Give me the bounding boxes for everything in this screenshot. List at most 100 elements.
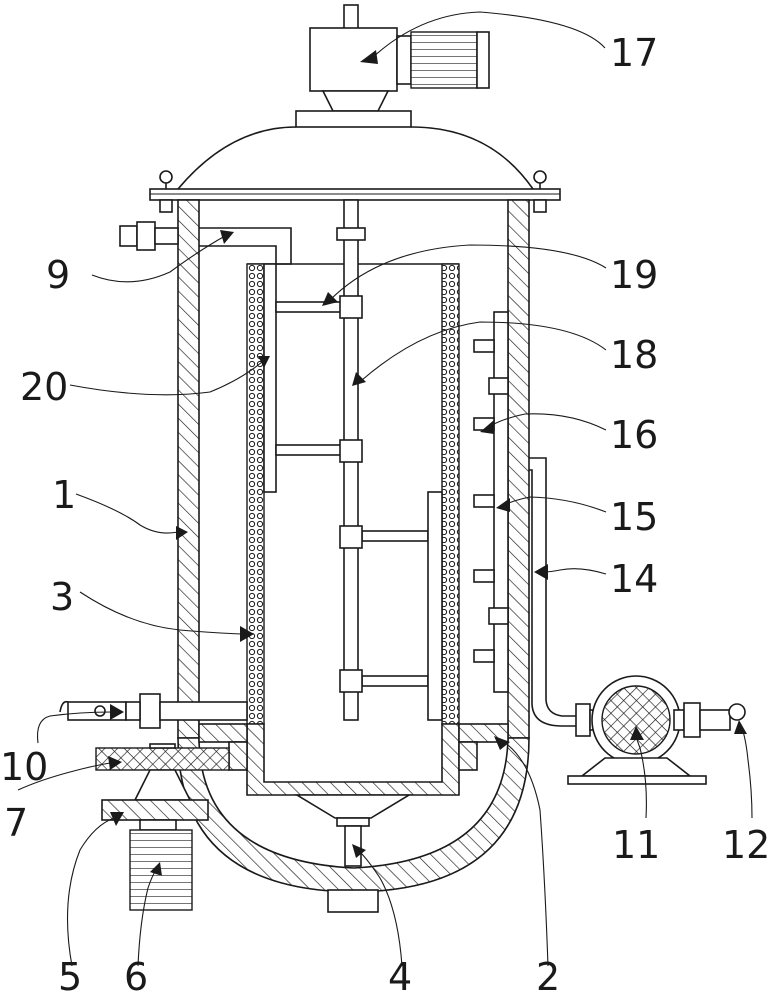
- spray-nozzle-1: [473, 339, 495, 353]
- arrow-15: [496, 498, 510, 512]
- leader-lines: [17, 11, 753, 967]
- lower-inlet-bolt: [94, 705, 106, 717]
- arrow-11: [630, 726, 644, 740]
- scraper-blade: [427, 491, 443, 721]
- left-support-plate: [198, 723, 248, 743]
- outlet-collar: [336, 817, 370, 827]
- top-drive-assembly: [295, 4, 490, 128]
- label-11: 11: [612, 823, 660, 867]
- motor-mount: [321, 90, 390, 112]
- upper-inlet-nozzle: [119, 221, 179, 251]
- arrow-17: [360, 50, 378, 64]
- arrow-20: [258, 356, 270, 368]
- upper-paddle-hub: [339, 295, 363, 319]
- filter-screen-frame: [263, 263, 277, 493]
- dome-outline: [177, 126, 534, 190]
- funnel-outlet: [294, 794, 412, 819]
- upper-inlet-pipe-end: [119, 225, 138, 247]
- pump-assembly: [567, 675, 746, 785]
- arrow-14: [534, 564, 548, 580]
- bottom-paddle-hub: [339, 669, 363, 693]
- spray-bar: [473, 311, 509, 693]
- pump-stand: [579, 757, 693, 777]
- lower-inlet-flange: [139, 693, 161, 729]
- upper-inlet-pipe: [154, 227, 179, 245]
- arrow-2: [494, 736, 510, 750]
- spray-nozzle-3: [473, 494, 495, 508]
- left-lifting-lug: [159, 170, 173, 184]
- label-1: 1: [52, 473, 76, 517]
- basket-bottom: [246, 723, 460, 796]
- bottom-dished-head: [177, 737, 530, 893]
- pump-impeller-screen: [601, 685, 671, 755]
- upper-inlet-flange: [136, 221, 156, 251]
- left-lug-bolt: [159, 199, 173, 213]
- left-outer-wall: [177, 199, 200, 739]
- drive-gear: [95, 747, 230, 771]
- label-18: 18: [610, 333, 658, 377]
- leader-4: [359, 851, 403, 967]
- label-15: 15: [610, 495, 658, 539]
- supply-pipe: [529, 457, 576, 727]
- leader-15: [503, 496, 607, 513]
- arrow-16: [480, 420, 494, 434]
- leader-9: [91, 235, 226, 283]
- bottom-paddle-arm: [361, 675, 429, 687]
- arrow-6: [150, 862, 162, 876]
- right-outer-wall: [507, 199, 530, 739]
- label-12: 12: [722, 823, 770, 867]
- gear-reducer: [309, 27, 398, 92]
- label-19: 19: [610, 253, 658, 297]
- middle-paddle-hub: [339, 439, 363, 463]
- agitator: [275, 199, 443, 721]
- outlet-pipe-end: [728, 703, 746, 721]
- label-5: 5: [58, 955, 82, 999]
- label-14: 14: [610, 557, 658, 601]
- spray-bracket-upper: [488, 377, 509, 395]
- discharge-valve: [327, 889, 379, 913]
- label-6: 6: [124, 955, 148, 999]
- arrow-12: [734, 720, 747, 734]
- arrow-3: [240, 626, 254, 642]
- pump-base: [567, 775, 707, 785]
- leader-17: [371, 11, 606, 59]
- pump-inlet-flange: [575, 703, 591, 737]
- arrow-18: [352, 372, 366, 386]
- right-ring-gear-seat: [458, 741, 478, 771]
- label-9: 9: [46, 253, 70, 297]
- top-motor-body: [410, 31, 478, 89]
- arrow-10: [110, 704, 124, 720]
- label-10: 10: [0, 745, 48, 789]
- arrow-7: [108, 756, 122, 770]
- part-labels: 17 9 19 18 20 16 1 15 14 3 10 7 11 12 5 …: [0, 31, 770, 999]
- leader-18: [361, 321, 607, 381]
- leader-7: [17, 762, 111, 791]
- spray-nozzle-4: [473, 569, 495, 583]
- arrow-4: [352, 844, 366, 858]
- right-lifting-lug: [533, 170, 547, 184]
- lower-inlet-coupling: [125, 701, 141, 721]
- label-17: 17: [610, 31, 658, 75]
- support-ring: [198, 723, 509, 771]
- label-20: 20: [20, 365, 68, 409]
- inner-basket: [246, 263, 460, 913]
- outer-shell: [177, 199, 530, 893]
- arrow-1: [176, 526, 188, 540]
- leader-3: [79, 591, 243, 635]
- label-2: 2: [536, 955, 560, 999]
- arrow-9: [220, 230, 234, 244]
- leader-19: [329, 244, 607, 301]
- lower-inlet-nozzle: [59, 693, 248, 729]
- arrow-5: [110, 812, 124, 826]
- top-motor-cap: [476, 31, 490, 89]
- upper-paddle-arm: [275, 301, 343, 313]
- right-filter-mesh: [441, 263, 460, 725]
- label-7: 7: [4, 801, 28, 845]
- leader-12: [741, 727, 753, 819]
- left-ring-gear-seat: [228, 741, 248, 771]
- leader-10: [36, 711, 113, 744]
- pump-outlet-neck: [673, 709, 685, 731]
- right-lug-bolt: [533, 199, 547, 213]
- left-filter-mesh: [246, 263, 265, 725]
